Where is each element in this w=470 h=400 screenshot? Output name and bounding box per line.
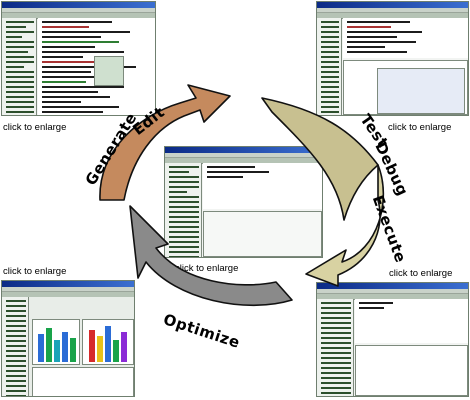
profiler-chart-2 [82, 319, 134, 365]
arrow-test-debug[interactable] [261, 97, 379, 221]
file-tree [2, 297, 29, 396]
window-body [2, 297, 134, 396]
menubar [165, 153, 322, 158]
caption-top-right[interactable]: click to enlarge [388, 122, 452, 133]
menubar [317, 289, 468, 294]
code-editor [343, 18, 468, 58]
thumbnail-edit[interactable] [1, 1, 156, 116]
code-editor [355, 299, 468, 343]
output-panel [203, 211, 322, 257]
arrow-generate-edit[interactable] [99, 84, 231, 201]
file-tree [317, 299, 354, 396]
arrow-optimize[interactable] [129, 205, 293, 307]
thumbnail-test-debug[interactable] [316, 1, 469, 116]
file-tree [317, 18, 342, 115]
thumbnail-center[interactable] [164, 146, 323, 258]
arrow-execute[interactable] [305, 164, 385, 287]
variables-window [377, 68, 465, 114]
window-titlebar [165, 147, 322, 153]
code-editor [203, 163, 322, 209]
profiler-chart-1 [32, 319, 80, 365]
caption-bottom-right[interactable]: click to enlarge [389, 268, 453, 279]
window-body [165, 163, 322, 257]
completion-popup [94, 56, 124, 86]
file-tree [2, 18, 37, 115]
window-titlebar [2, 281, 134, 287]
profiler-table [32, 367, 134, 396]
window-titlebar [2, 2, 155, 8]
code-editor [38, 18, 155, 115]
menubar [317, 8, 468, 13]
bar-group-1 [38, 328, 76, 362]
window-body [317, 299, 468, 396]
menubar [2, 8, 155, 13]
file-tree [165, 163, 202, 257]
window-body [317, 18, 468, 115]
window-titlebar [317, 283, 468, 289]
caption-center[interactable]: click to enlarge [175, 263, 239, 274]
thumbnail-optimize[interactable] [1, 280, 135, 397]
caption-bottom-left[interactable]: click to enlarge [3, 266, 67, 277]
window-titlebar [317, 2, 468, 8]
menubar [2, 287, 134, 292]
thumbnail-execute[interactable] [316, 282, 469, 397]
window-body [2, 18, 155, 115]
bar-group-2 [89, 326, 127, 362]
console-panel [355, 345, 468, 396]
caption-top-left[interactable]: click to enlarge [3, 122, 67, 133]
